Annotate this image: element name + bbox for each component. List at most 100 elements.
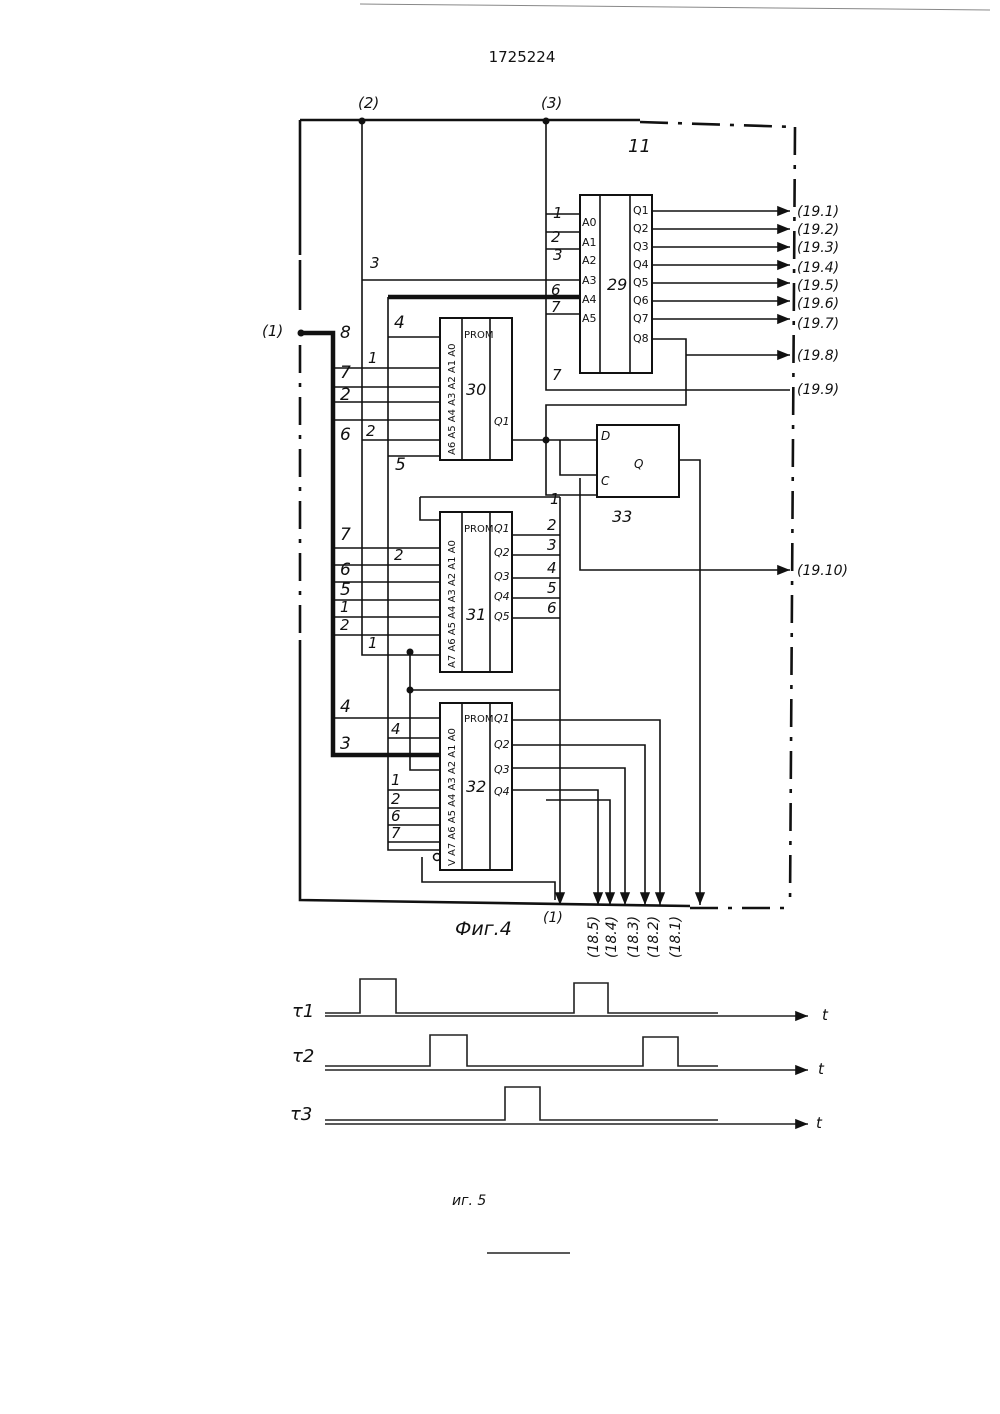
wn-32-3: 3: [340, 734, 351, 754]
input-3-label: (3): [541, 94, 562, 112]
b30-title: PROM: [464, 330, 493, 341]
out-19-8: (19.8): [797, 348, 839, 364]
out-19-5: (19.5): [797, 278, 839, 294]
wn-31-1b: 1: [368, 634, 378, 652]
wn-29-7: 7: [551, 298, 561, 316]
wn-30-2b: 2: [366, 422, 376, 440]
wn-31o-3: 3: [547, 536, 557, 554]
b29-a4: A4: [582, 293, 597, 306]
out-19-10: (19.10): [797, 563, 848, 579]
b29-q8: Q8: [633, 332, 649, 345]
wn-31o-4: 4: [547, 559, 557, 577]
b32-inputs: V A7 A6 A5 A4 A3 A2 A1 A0: [447, 728, 458, 866]
timing-diagram: τ1 t τ2 t τ3 t: [290, 979, 829, 1132]
wn-31o-2: 2: [547, 516, 557, 534]
out-18-5: (18.5): [586, 916, 602, 958]
wn-30-6: 6: [340, 425, 351, 445]
wn-32-4: 4: [340, 697, 351, 717]
b32-q4: Q4: [494, 785, 510, 798]
b32-title: PROM: [464, 714, 493, 725]
wn-bus-8: 8: [340, 323, 351, 343]
block-31: PROM 31 A7 A6 A5 A4 A3 A2 A1 A0 Q1 Q2 Q3…: [440, 512, 512, 672]
block-29-id: 29: [607, 275, 627, 294]
b33-id: 33: [612, 507, 632, 526]
b29-q5: Q5: [633, 276, 649, 289]
out-19-9: (19.9): [797, 382, 839, 398]
tau2-label: τ2: [292, 1046, 314, 1067]
wn-30-7: 7: [340, 363, 351, 383]
out-19-7: (19.7): [797, 316, 839, 332]
wn-30-2: 2: [340, 385, 351, 405]
b29-a1: A1: [582, 236, 597, 249]
fig5-caption: иг. 5: [452, 1193, 486, 1209]
input-2-label: (2): [358, 94, 379, 112]
b29-q4: Q4: [633, 258, 649, 271]
tau1-waveform: [325, 979, 718, 1013]
b31-inputs: A7 A6 A5 A4 A3 A2 A1 A0: [447, 540, 458, 668]
node-31-a: [407, 649, 414, 656]
b32-q1: Q1: [494, 712, 510, 725]
b32-id: 32: [466, 777, 486, 796]
block-32: PROM 32 V A7 A6 A5 A4 A3 A2 A1 A0 Q1 Q2 …: [440, 703, 512, 870]
b29-a0: A0: [582, 216, 597, 229]
wires-32-out: [512, 720, 660, 905]
out-18-1: (18.1): [668, 916, 684, 958]
b29-q6: Q6: [633, 294, 649, 307]
wn-31-5: 5: [340, 580, 351, 600]
wn-31o-5: 5: [547, 579, 557, 597]
wn-31-1: 1: [340, 598, 350, 616]
b29-q2: Q2: [633, 222, 649, 235]
scan-edge-line: [360, 4, 990, 10]
wn-31o-1: 1: [550, 490, 560, 508]
out-19-2: (19.2): [797, 222, 839, 238]
wn-30-5: 5: [395, 455, 406, 475]
wn-29-1: 1: [553, 204, 563, 222]
wn-32-2: 2: [391, 790, 401, 808]
b29-q7: Q7: [633, 312, 649, 325]
b30-inputs: A6 A5 A4 A3 A2 A1 A0: [447, 344, 458, 456]
tau2-t: t: [818, 1060, 825, 1078]
wn-31o-6: 6: [547, 599, 557, 617]
b29-a5: A5: [582, 312, 597, 325]
block-30: PROM 30 A6 A5 A4 A3 A2 A1 A0 Q1: [440, 318, 512, 460]
tau3-label: τ3: [290, 1104, 312, 1125]
tau2-waveform: [325, 1035, 718, 1066]
b29-a2: A2: [582, 254, 597, 267]
wn-29-3: 3: [553, 246, 563, 264]
wn-32-7: 7: [391, 824, 401, 842]
trunk-lines: [362, 121, 790, 850]
tau3-waveform: [325, 1087, 718, 1120]
b32-q2: Q2: [494, 738, 510, 751]
outputs-bottom: (18.5) (18.4) (18.3) (18.2) (18.1): [586, 916, 684, 958]
out-19-6: (19.6): [797, 296, 839, 312]
b30-id: 30: [466, 380, 486, 399]
wn-29-2: 2: [551, 228, 561, 246]
outputs-right: (19.1) (19.2) (19.3) (19.4) (19.5) (19.6…: [797, 204, 848, 579]
wn-31-7: 7: [340, 525, 351, 545]
wn-31-2b: 2: [394, 546, 404, 564]
b31-q4: Q4: [494, 590, 510, 603]
page-number: 1725224: [489, 48, 556, 66]
output-1-label: (1): [543, 910, 563, 926]
b33-q: Q: [634, 457, 643, 471]
wn-31-6: 6: [340, 560, 351, 580]
wn-32-1: 1: [391, 771, 401, 789]
b31-q3: Q3: [494, 570, 510, 583]
fig4-caption: Фиг.4: [455, 918, 512, 940]
out-19-1: (19.1): [797, 204, 839, 220]
b29-q3: Q3: [633, 240, 649, 253]
block-29: 29 A0 A1 A2 A3 A4 A5 Q1 Q2 Q3 Q4 Q5 Q6 Q…: [580, 195, 652, 373]
tau1-label: τ1: [292, 1001, 314, 1022]
b33-d: D: [601, 429, 610, 443]
wn-31-2: 2: [340, 616, 350, 634]
out-18-4: (18.4): [604, 916, 620, 958]
wn-30-4: 4: [394, 313, 405, 333]
b31-q2: Q2: [494, 546, 510, 559]
node-33-d: [543, 437, 550, 444]
out-19-3: (19.3): [797, 240, 839, 256]
wn-3: 3: [370, 254, 380, 272]
out-18-3: (18.3): [626, 916, 642, 958]
block-33: D C Q 33: [597, 425, 679, 526]
wn-7: 7: [552, 366, 562, 384]
